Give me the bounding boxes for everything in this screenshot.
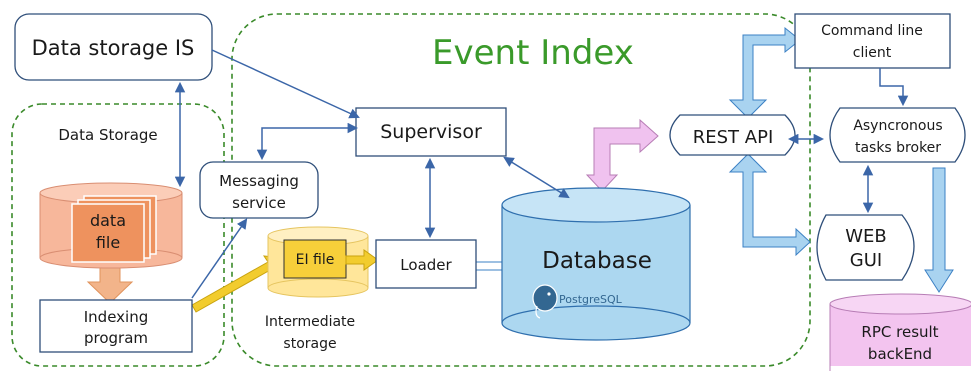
messaging-label-1: Messaging: [219, 172, 299, 190]
thin-arrows: [174, 49, 909, 299]
postgresql-label: PostgreSQL: [559, 293, 623, 306]
diagram-title: Event Index: [432, 33, 634, 73]
command-line-client-box: [794, 13, 951, 69]
web-gui-label-2: GUI: [850, 250, 882, 271]
data-storage-label: Data Storage: [58, 126, 157, 144]
rpc-result-label-2: backEnd: [868, 345, 932, 363]
indexing-to-messaging-arrow: [191, 218, 248, 299]
data-storage-region: [11, 103, 225, 367]
dsis-to-supervisor-arrow: [211, 49, 360, 119]
event-index-region: [231, 13, 811, 367]
rest-to-webgui-arrow: [728, 153, 811, 257]
broker-to-rpc-arrow: [924, 167, 954, 293]
loader-label: Loader: [400, 256, 452, 274]
data-file-label-2: file: [96, 233, 120, 252]
indexing-label-1: Indexing: [84, 308, 149, 326]
cli-to-broker-arrow: [879, 68, 909, 107]
rest-api-label: REST API: [693, 127, 774, 148]
supervisor-box: [355, 107, 507, 157]
messaging-service-box: [199, 161, 319, 219]
loader-box: [375, 239, 477, 289]
rpc-result-label-1: RPC result: [861, 323, 938, 341]
postgresql-elephant-icon: [532, 284, 558, 319]
indexing-label-2: program: [84, 329, 148, 347]
ei-file-label: EI file: [296, 252, 335, 268]
data-file-label-1: data: [90, 211, 126, 230]
rest-api-box: [669, 114, 796, 156]
command-line-client-label-2: client: [853, 45, 892, 61]
intermediate-storage-label-2: storage: [283, 336, 336, 352]
async-broker-box: [829, 107, 966, 163]
data-storage-is-box: [14, 13, 213, 81]
intermediate-storage-label-1: Intermediate: [265, 314, 355, 330]
async-broker-label-2: tasks broker: [855, 140, 941, 156]
data-storage-is-label: Data storage IS: [32, 36, 195, 60]
rest-to-cli-arrow: [728, 26, 801, 119]
web-gui-label-1: WEB: [845, 226, 887, 247]
database-label: Database: [542, 248, 652, 274]
web-gui-box: [816, 214, 915, 281]
supervisor-label: Supervisor: [380, 121, 482, 143]
rpc-result-cylinder: [829, 293, 971, 371]
eifile-to-loader-arrow: [345, 249, 379, 271]
data-file-stack: [71, 195, 157, 263]
async-broker-label-1: Asyncronous: [853, 118, 942, 134]
database-cylinder: [501, 187, 691, 341]
command-line-client-label-1: Command line: [821, 23, 923, 39]
supervisor-messaging-arrow: [256, 122, 359, 161]
supervisor-database-arrow: [503, 156, 570, 199]
indexing-program-box: [39, 299, 193, 353]
database-rest-pink-arrow: [585, 118, 659, 192]
messaging-label-2: service: [232, 194, 286, 212]
